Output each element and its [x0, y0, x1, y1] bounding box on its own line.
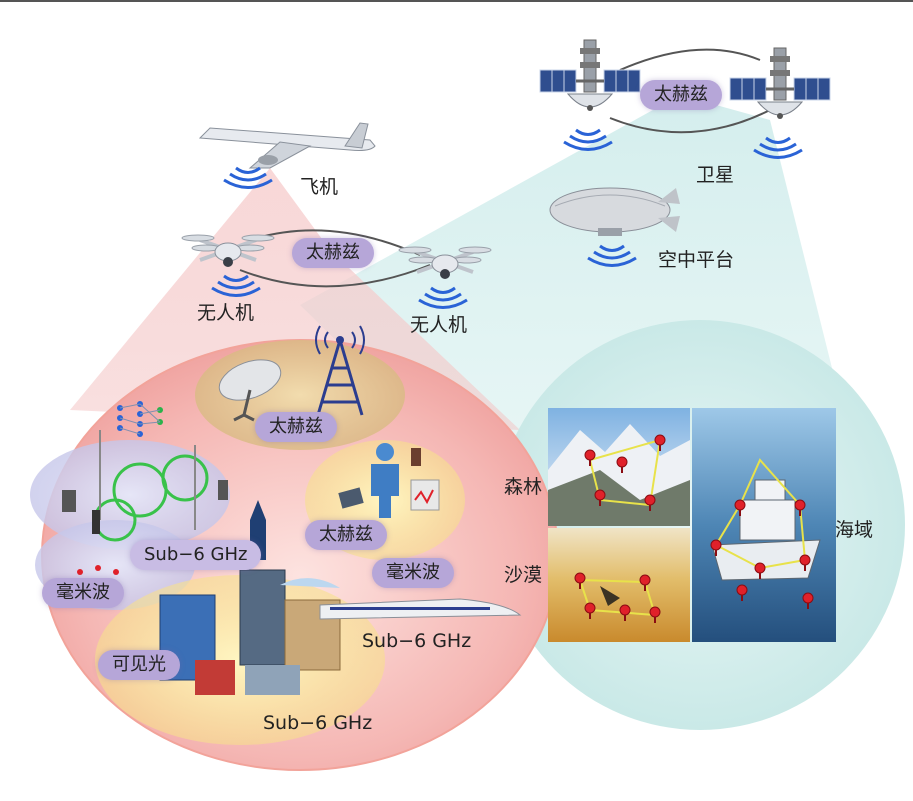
left-zone-upper	[30, 440, 230, 550]
satellite-left	[538, 38, 642, 113]
ocean-label: 海域	[835, 519, 874, 541]
sub6-left-pill: Sub−6 GHz	[130, 540, 262, 570]
ocean-scene	[692, 408, 836, 642]
terahertz-tower-pill: 太赫兹	[255, 412, 337, 442]
airplane	[198, 122, 376, 169]
satellite-dish	[218, 359, 282, 422]
high-speed-train	[319, 598, 522, 620]
sub6-train-label: Sub−6 GHz	[362, 630, 472, 652]
satellite-right	[728, 46, 832, 121]
mmwave-right-pill: 毫米波	[372, 558, 454, 588]
sub6-bottom-label: Sub−6 GHz	[263, 712, 373, 734]
visible-light-pill: 可见光	[98, 650, 180, 680]
desert-label: 沙漠	[504, 564, 543, 586]
mmwave-antennas-icon	[77, 565, 119, 575]
forest-scene	[548, 408, 690, 526]
aircraft-label: 飞机	[300, 176, 339, 198]
neural-network-icon	[117, 401, 163, 437]
drone-orbit-upper	[249, 229, 421, 256]
forest-label: 森林	[504, 476, 543, 498]
satellite-label: 卫星	[696, 164, 735, 186]
drone-right-label: 无人机	[410, 314, 468, 336]
terahertz-drone-pill: 太赫兹	[292, 238, 374, 268]
top-border	[0, 0, 913, 2]
mmwave-left-pill: 毫米波	[42, 578, 124, 608]
small-cells-icon	[62, 430, 228, 542]
terahertz-wearable-pill: 太赫兹	[305, 520, 387, 550]
satellite-orbit-lower	[609, 109, 771, 134]
drone-left-label: 无人机	[197, 302, 255, 324]
terahertz-tower	[315, 325, 365, 416]
air-platform-label: 空中平台	[658, 249, 735, 271]
desert-scene	[548, 528, 690, 642]
airship	[549, 187, 680, 236]
satellite-orbit	[619, 48, 761, 71]
drone-orbit	[239, 264, 431, 288]
wearable-user	[338, 443, 440, 518]
terahertz-satellite-pill: 太赫兹	[640, 80, 722, 110]
